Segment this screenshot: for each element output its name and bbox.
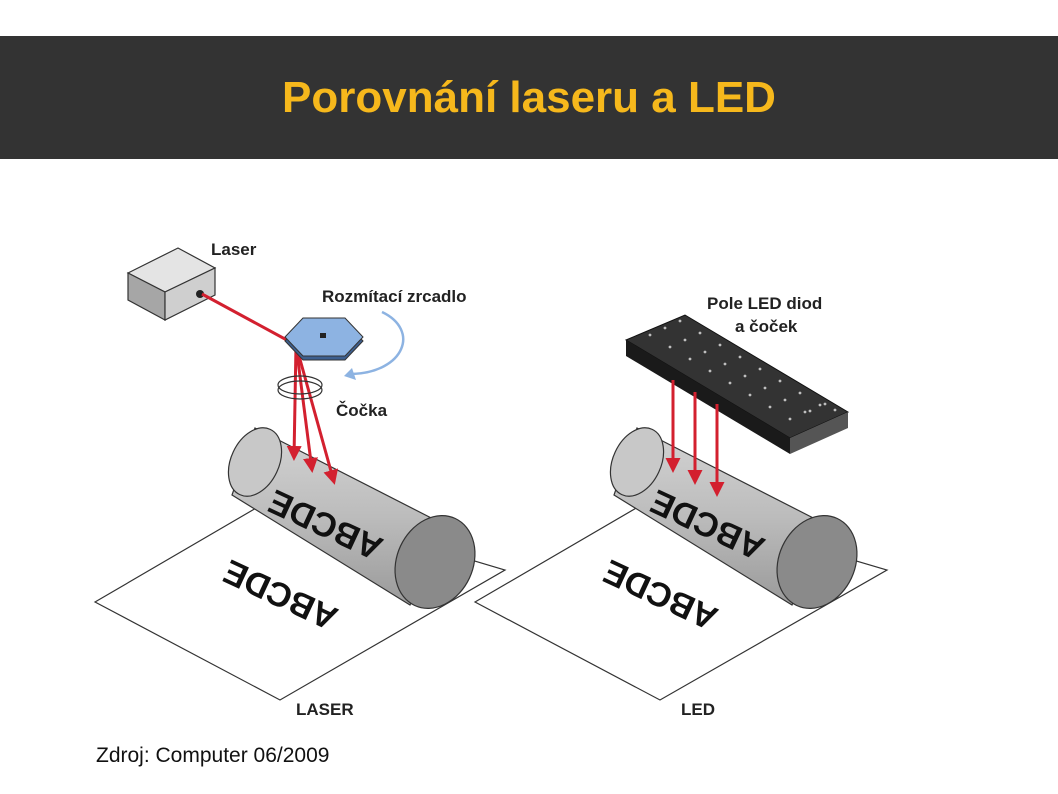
mirror-label: Rozmítací zrcadlo <box>322 287 467 306</box>
led-array <box>624 314 850 454</box>
toner-drum-led: ABCDE <box>609 427 858 609</box>
rotation-arrow-icon <box>351 310 405 376</box>
laser-beam <box>201 292 339 485</box>
led-diagram: ABCDE ABCDE Pole LED <box>473 294 889 719</box>
laser-unit <box>126 247 217 322</box>
polygon-mirror <box>284 317 364 361</box>
laser-diagram: ABCDE ABCDE Laser <box>93 240 507 719</box>
lens-label: Čočka <box>336 401 388 420</box>
toner-drum: ABCDE <box>227 427 476 609</box>
led-beams <box>665 380 725 497</box>
lens <box>277 375 323 400</box>
led-caption: LED <box>681 700 715 719</box>
source-citation: Zdroj: Computer 06/2009 <box>96 744 330 767</box>
led-array-label-line2: a čoček <box>735 317 798 336</box>
laser-label: Laser <box>211 240 257 259</box>
laser-caption: LASER <box>296 700 354 719</box>
led-array-label-line1: Pole LED diod <box>707 294 822 313</box>
title-bar: Porovnání laseru a LED <box>0 36 1058 159</box>
slide-title: Porovnání laseru a LED <box>282 72 776 122</box>
